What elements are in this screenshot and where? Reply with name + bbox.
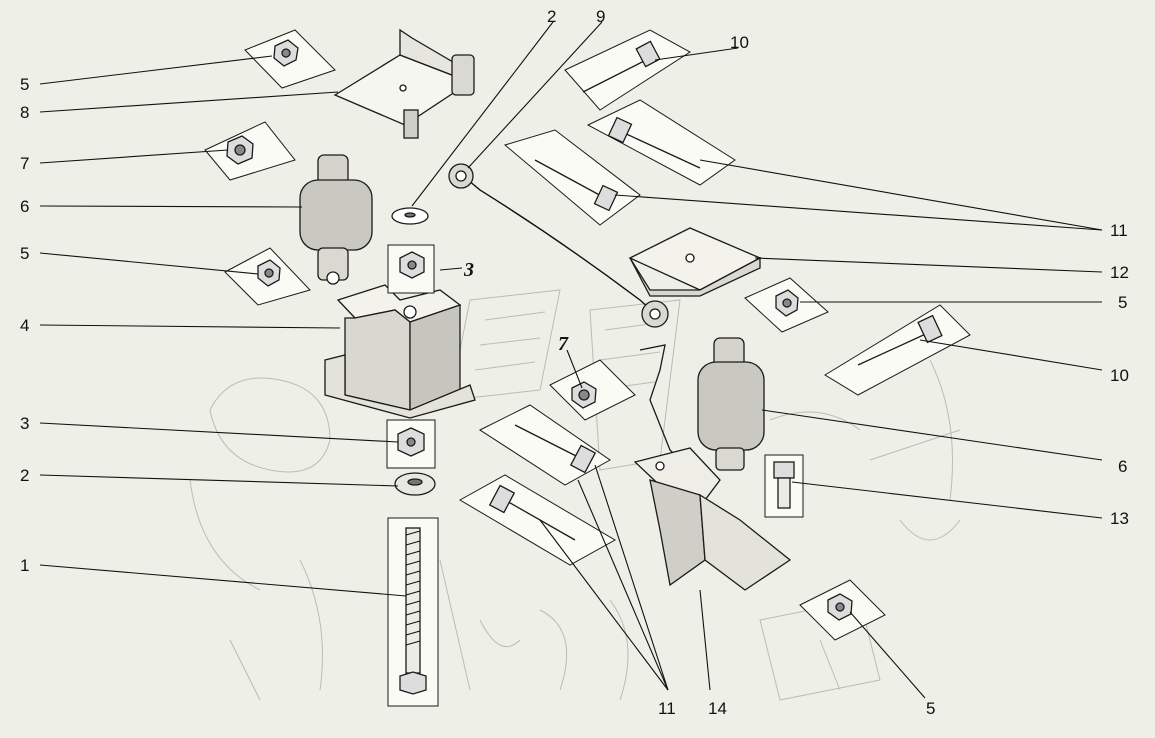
background-sketch	[189, 289, 961, 701]
air-spring-left	[299, 154, 373, 285]
bolt-11-lower-b	[458, 474, 617, 566]
upper-mount-bracket	[333, 28, 475, 139]
bolt-13	[764, 454, 804, 518]
callout-12: 12	[1110, 263, 1129, 282]
callout-2-left: 2	[20, 466, 29, 485]
callout-5-bottom: 5	[926, 699, 935, 718]
hex-nut-5-top	[244, 29, 336, 89]
callout-13: 13	[1110, 509, 1129, 528]
callout-5-right: 5	[1118, 293, 1127, 312]
hex-nut-3-lower	[386, 419, 436, 469]
callout-3-left: 3	[20, 414, 29, 433]
washer-lower	[394, 472, 436, 496]
hex-nut-3-top	[387, 244, 435, 294]
callout-8: 8	[20, 103, 29, 122]
bolt-10-top	[564, 29, 691, 111]
callout-5-mid-left: 5	[20, 244, 29, 263]
callout-10-top: 10	[730, 33, 749, 52]
callout-6-left: 6	[20, 197, 29, 216]
bolt-11-a	[586, 99, 736, 186]
bolt-11-lower-a	[478, 404, 611, 486]
mount-block	[324, 284, 476, 419]
hex-nut-5-bottom	[799, 579, 886, 641]
callout-7-italic: 7	[558, 333, 569, 355]
callout-11-bottom: 11	[658, 699, 676, 718]
callout-14: 14	[708, 699, 727, 718]
callout-6-right: 6	[1118, 457, 1127, 476]
callout-2-top: 2	[547, 7, 556, 26]
link-rod-9	[448, 163, 669, 328]
callout-1: 1	[20, 556, 29, 575]
callout-7-left: 7	[20, 154, 29, 173]
hex-nut-5-mid-left	[224, 247, 311, 306]
callout-9: 9	[596, 7, 605, 26]
callout-4: 4	[20, 316, 29, 335]
long-bolt-1	[387, 517, 439, 707]
hex-nut-7-left	[204, 121, 296, 181]
callout-labels: 5 8 7 6 5 4 3 2 1 2 9 10 11 12 5 10 6 13…	[20, 7, 1129, 718]
leader-lines	[39, 21, 1103, 699]
washer-top	[391, 207, 429, 225]
hex-nut-5-right	[744, 277, 829, 333]
hex-nut-7-center	[549, 359, 636, 421]
bolt-10-right	[824, 304, 971, 396]
bolt-11-b	[503, 129, 641, 226]
callout-11-right: 11	[1110, 221, 1128, 240]
lower-bracket-14	[633, 344, 792, 591]
mount-plate-12	[628, 227, 762, 297]
callout-10-right: 10	[1110, 366, 1129, 385]
air-spring-right	[697, 337, 765, 471]
callout-5-top: 5	[20, 75, 29, 94]
callout-3-italic: 3	[463, 259, 474, 281]
